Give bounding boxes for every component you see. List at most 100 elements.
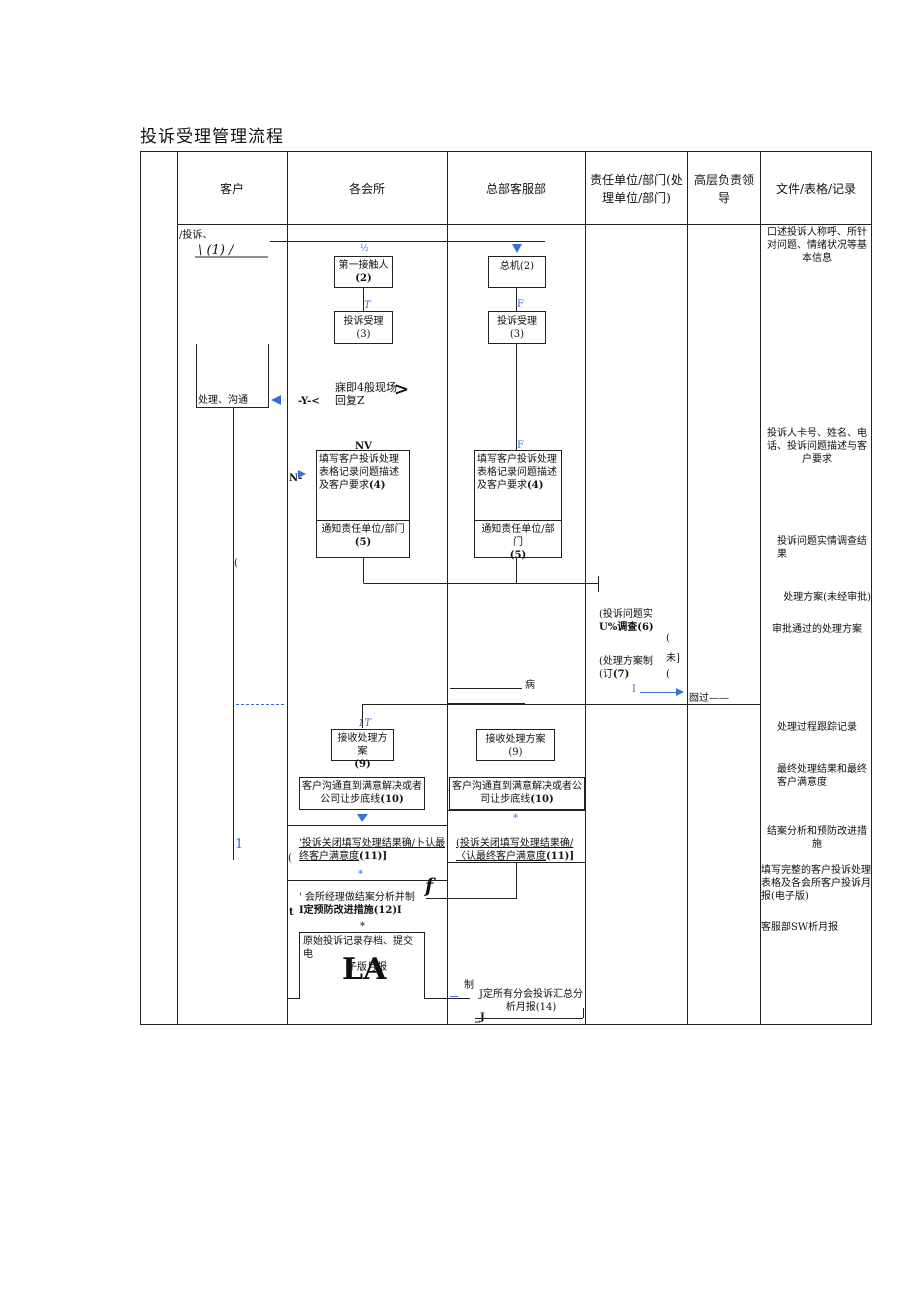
club-yes-label: -Y-< xyxy=(298,396,320,407)
resp-investigate: (投诉问题实 U%调查(6) xyxy=(599,608,654,634)
doc-complaint-record: 投诉人卡号、姓名、电话、投诉问题描述与客户要求 xyxy=(767,428,867,465)
doc-final-result: 最终处理结果和最终客户满意度 xyxy=(777,764,867,788)
club-archive-label-b: 子版月报 xyxy=(347,962,387,973)
club-communicate-number: (10) xyxy=(380,794,404,805)
hq-fill-form-box: 填写客户投诉处理表格记录问题描述及客户要求(4) xyxy=(474,450,562,521)
club-decision-gt: > xyxy=(394,379,410,400)
club-t-letter: t xyxy=(289,907,294,918)
hq-monthly-prefix: 制 xyxy=(464,980,474,991)
club-communicate-label: 客户沟通直到满意解决或者公司让步底线 xyxy=(302,781,422,805)
customer-mark: ( xyxy=(234,558,238,569)
club-receive-box: 接收处理方案 (9) xyxy=(331,729,394,770)
club-fill-form-number: (4) xyxy=(369,480,386,491)
doc-investigation-result: 投诉问题实情调查结果 xyxy=(777,536,867,560)
club-first-contact-number: (2) xyxy=(355,273,372,284)
hq-notify-box: 通知责任单位/部门 (5) xyxy=(474,520,562,561)
hq-fill-form-label: 填写客户投诉处理表格记录问题描述及客户要求 xyxy=(477,454,557,491)
hq-communicate-box: 客户沟通直到满意解决或者公司让步底线(10) xyxy=(449,777,585,810)
hq-communicate-label: 客户沟通直到满意解决或者公司让步底线 xyxy=(452,781,582,805)
hq-close-confirm: (投诉关闭填写处理结果确/〈认最终客户满意度(11)] xyxy=(456,837,586,863)
doc-customer-info: 口述投诉人称呼、所针对问题、情绪状况等基本信息 xyxy=(767,227,867,264)
club-first-contact-label: 第一接触人 xyxy=(338,260,389,271)
club-t-mark: T xyxy=(364,300,371,311)
club-communicate-box: 客户沟通直到满意解决或者公司让步底线(10) xyxy=(299,777,425,810)
hq-communicate-number: (10) xyxy=(530,794,554,805)
club-analysis-label: ' 会所经理做结案分析并制 xyxy=(299,892,415,903)
club-decision: 寐即4般现场 回复Z xyxy=(335,381,397,407)
resp-investigate-label: (投诉问题实 xyxy=(599,609,653,620)
doc-tracking-record: 处理过程跟踪记录 xyxy=(777,722,857,733)
hq-accept-label: 投诉受理(3) xyxy=(497,316,537,340)
hq-star-mark: * xyxy=(513,813,518,824)
club-notify-number: (5) xyxy=(354,537,372,548)
resp-plan-number: (7) xyxy=(612,669,630,680)
doc-monthly-report-club: 填写完整的客户投诉处理表格及各会所客户投诉月报(电子版) xyxy=(761,865,871,902)
resp-investigate-number: (6) xyxy=(637,622,654,633)
hq-switchboard-box: 总机(2) xyxy=(488,256,546,288)
hq-bing-mark: 病 xyxy=(525,680,535,691)
page-title: 投诉受理管理流程 xyxy=(140,127,284,147)
customer-step1: \ (1) / xyxy=(198,243,234,258)
club-star-2: * xyxy=(360,921,365,932)
club-star-1: * xyxy=(358,869,363,880)
hq-close-confirm-number: (11)] xyxy=(546,851,575,862)
hq-monthly-report: J定所有分会投诉汇总分析月报(14) xyxy=(478,989,583,1013)
resp-i-mark: I xyxy=(632,684,636,695)
hq-switchboard-label: 总机(2) xyxy=(499,261,535,272)
club-decision-text: 现场 xyxy=(375,381,397,394)
club-decision-a: 寐即4般 xyxy=(335,381,375,394)
header-responsible: 责任单位/部门(处理单位/部门) xyxy=(590,173,683,205)
club-n-label: N- xyxy=(289,473,303,484)
club-notify-box: 通知责任单位/部门 (5) xyxy=(316,520,410,558)
club-receive-label: 接收处理方案 xyxy=(337,733,388,757)
club-notify-label: 通知责任单位/部门 xyxy=(321,524,405,535)
club-analysis-number: I定预防改进措施(12)I xyxy=(299,905,402,916)
club-fill-form-box: 填写客户投诉处理表格记录问题描述及客户要求(4) xyxy=(316,450,410,521)
customer-mark-2: 1 xyxy=(235,837,244,852)
club-archive-box: 原始投诉记录存档、提交电 子版月报 xyxy=(299,932,425,999)
club-close-confirm-label: '投诉关闭填写处理结果确/卜认最终客户满意度 xyxy=(299,838,446,862)
club-nv-label: NV xyxy=(355,441,372,452)
hq-f-mark-2: F xyxy=(517,440,524,451)
header-leader: 高层负责领导 xyxy=(693,173,754,205)
resp-investigate-b: U%调查 xyxy=(599,622,638,633)
club-la-mark: LA xyxy=(342,952,387,987)
header-clubs: 各会所 xyxy=(348,182,385,196)
hq-j-mark: _J xyxy=(475,1012,485,1023)
resp-plan: (处理方案制 (订(7) xyxy=(599,655,653,681)
resp-plan-b: (订 xyxy=(599,669,613,680)
hq-receive-label: 接收处理方案(9) xyxy=(485,734,546,758)
header-customer: 客户 xyxy=(219,182,244,196)
customer-handle-communicate: 处理、沟通 xyxy=(198,395,248,406)
header-hq: 总部客服部 xyxy=(485,182,546,196)
resp-plan-label: (处理方案制 xyxy=(599,656,653,667)
club-analysis: ' 会所经理做结案分析并制 I定预防改进措施(12)I xyxy=(299,891,415,917)
club-first-contact-box: 第一接触人 (2) xyxy=(334,256,393,288)
club-decision-b: 回复Z xyxy=(335,394,365,407)
club-close-confirm: '投诉关闭填写处理结果确/卜认最终客户满意度(11)] xyxy=(299,837,447,863)
club-archive-label: 原始投诉记录存档、提交电 xyxy=(303,936,413,960)
hq-fill-form-number: (4) xyxy=(527,480,544,491)
club-receive-number: (9) xyxy=(354,759,371,770)
club-close-confirm-number: (11)] xyxy=(359,851,388,862)
doc-monthly-report-hq: 客服部SW析月报 xyxy=(761,922,839,933)
club-paren-mark: ( xyxy=(288,853,292,864)
doc-plan-approved: 审批通过的处理方案 xyxy=(772,624,862,635)
header-docs: 文件/表格/记录 xyxy=(775,182,857,196)
club-receive-mark: 1T xyxy=(358,718,372,729)
club-mark: ½ xyxy=(360,244,369,254)
doc-closing-analysis: 结案分析和预防改进措施 xyxy=(767,826,867,850)
club-f-letter: f xyxy=(425,875,434,897)
customer-complaint-label: /投诉、 xyxy=(179,230,213,241)
club-accept-box: 投诉受理(3) xyxy=(334,311,393,344)
club-fill-form-label: 填写客户投诉处理表格记录问题描述及客户要求 xyxy=(319,454,399,491)
resp-paren-2: ( xyxy=(666,669,670,680)
hq-f-mark-1: F xyxy=(517,299,524,310)
hq-accept-box: 投诉受理(3) xyxy=(488,311,546,344)
doc-plan-unapproved: 处理方案(未经审批) xyxy=(783,592,871,603)
leader-approved: 囫过—— xyxy=(689,693,729,704)
hq-close-confirm-label: (投诉关闭填写处理结果确/〈认最终客户满意度 xyxy=(456,838,574,862)
hq-receive-box: 接收处理方案(9) xyxy=(476,729,555,761)
club-accept-label: 投诉受理(3) xyxy=(343,316,384,340)
hq-notify-number: (5) xyxy=(509,550,527,561)
